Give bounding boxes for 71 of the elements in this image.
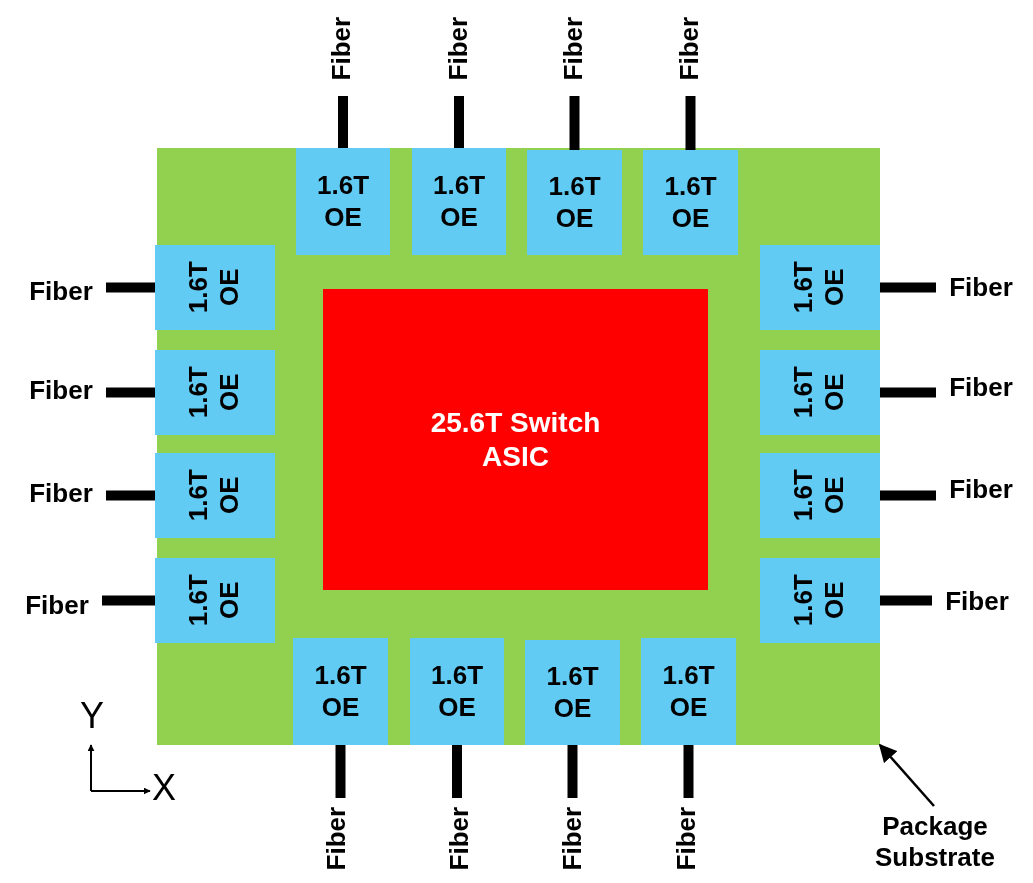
module-box <box>525 640 620 745</box>
module-label: 1.6T OE <box>183 260 246 316</box>
module-box <box>155 558 275 643</box>
module-label: 1.6T OE <box>183 365 246 421</box>
fiber-line <box>880 595 932 606</box>
module-box <box>760 245 880 330</box>
module-label: 1.6T OE <box>663 171 718 234</box>
axis-label: Y <box>80 698 104 734</box>
module-label: 1.6T OE <box>430 660 484 723</box>
fiber-label: Fiber <box>949 474 1013 506</box>
fiber-label: Fiber <box>945 586 1009 618</box>
module-label: 1.6T OE <box>432 170 486 233</box>
fiber-line <box>106 282 155 293</box>
module-label: 1.6T OE <box>316 170 370 233</box>
callout-label: Package Substrate <box>874 810 996 874</box>
module-box <box>527 150 622 255</box>
fiber-label: Fiber <box>671 807 703 871</box>
fiber-label: Fiber <box>949 272 1013 304</box>
module-box <box>293 638 388 745</box>
fiber-label: Fiber <box>558 17 590 81</box>
fiber-label: Fiber <box>444 807 476 871</box>
fiber-label: Fiber <box>29 276 93 308</box>
module-label: 1.6T OE <box>788 468 851 524</box>
module-label: 25.6T Switch ASIC <box>429 405 602 474</box>
chip-box <box>323 289 708 590</box>
fiber-line <box>567 745 578 798</box>
substrate-box <box>157 148 880 745</box>
fiber-label: Fiber <box>29 478 93 510</box>
fiber-line <box>685 96 696 150</box>
module-box <box>296 148 390 255</box>
module-label: 1.6T OE <box>547 171 602 234</box>
fiber-label: Fiber <box>949 372 1013 404</box>
module-box <box>410 638 504 745</box>
fiber-label: Fiber <box>557 807 589 871</box>
fiber-line <box>338 96 348 148</box>
module-label: 1.6T OE <box>788 260 851 316</box>
fiber-label: Fiber <box>25 590 89 622</box>
fiber-line <box>454 96 464 148</box>
fiber-line <box>880 387 936 398</box>
fiber-line <box>880 282 936 293</box>
fiber-label: Fiber <box>29 375 93 407</box>
module-box <box>641 638 736 745</box>
fiber-line <box>106 490 155 501</box>
module-box <box>412 148 506 255</box>
module-box <box>760 558 880 643</box>
fiber-line <box>569 96 580 150</box>
module-label: 1.6T OE <box>788 365 851 421</box>
module-label: 1.6T OE <box>661 660 716 723</box>
module-label: 1.6T OE <box>313 660 368 723</box>
fiber-label: Fiber <box>321 807 353 871</box>
axis-label: X <box>152 770 176 806</box>
fiber-line <box>452 745 462 798</box>
fiber-label: Fiber <box>326 17 358 81</box>
module-label: 1.6T OE <box>788 573 851 629</box>
module-box <box>643 150 738 255</box>
module-box <box>155 350 275 435</box>
module-label: 1.6T OE <box>183 468 246 524</box>
leader-line <box>878 743 935 807</box>
fiber-label: Fiber <box>674 17 706 81</box>
module-box <box>760 453 880 538</box>
module-box <box>155 245 275 330</box>
fiber-label: Fiber <box>443 17 475 81</box>
module-label: 1.6T OE <box>545 661 600 724</box>
fiber-line <box>335 745 346 798</box>
module-box <box>155 453 275 538</box>
fiber-line <box>102 595 155 606</box>
module-label: 1.6T OE <box>183 573 246 629</box>
fiber-line <box>880 490 936 501</box>
fiber-line <box>106 387 155 398</box>
module-box <box>760 350 880 435</box>
fiber-line <box>683 745 694 798</box>
